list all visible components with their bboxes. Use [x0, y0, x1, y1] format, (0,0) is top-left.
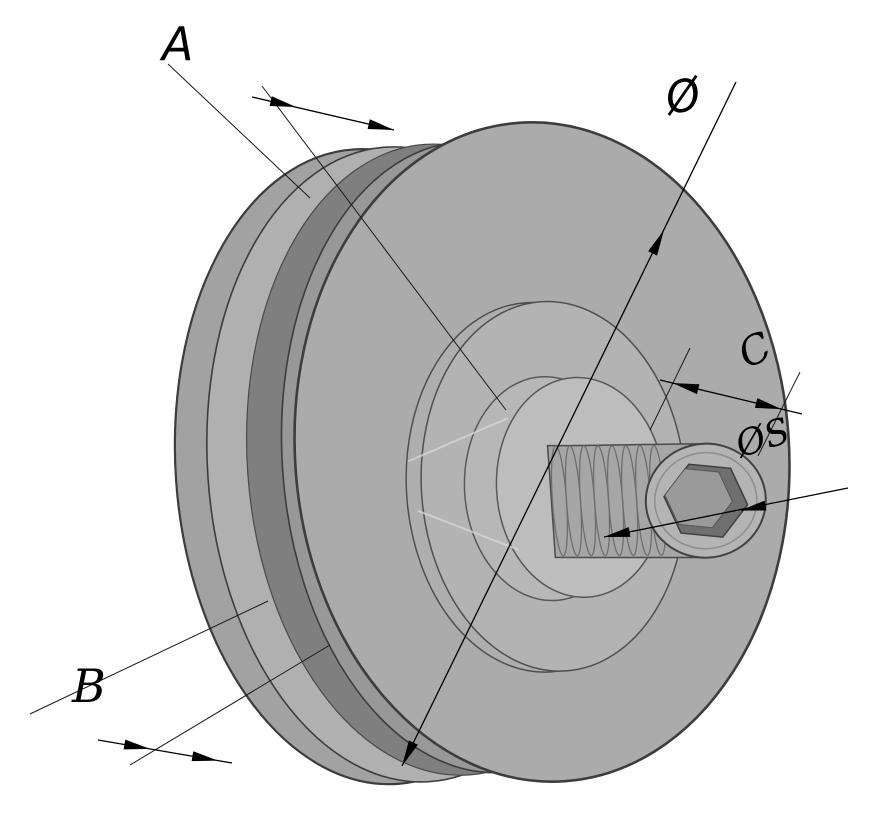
socket-diameter-arrowhead: [740, 500, 767, 511]
pulley-body: [173, 121, 791, 786]
hex-socket-floor: [664, 468, 733, 529]
dim-b-extension-line: [129, 644, 331, 766]
dim-c-extension-line: [757, 371, 801, 457]
diameter-line: [401, 81, 737, 767]
shaft-chamfer: [654, 451, 758, 550]
dim-c-arrowhead: [754, 398, 782, 410]
dimension-label-a: A: [159, 17, 193, 71]
dimension-a: A: [159, 17, 507, 411]
dim-b-extension-line: [29, 600, 269, 715]
diameter-arrowhead: [402, 740, 418, 766]
dim-b-arrowhead: [123, 739, 150, 750]
dimension-b: B: [29, 600, 331, 766]
dim-c-extension-line: [649, 347, 691, 431]
diameter-symbol-label: Ø: [659, 68, 707, 126]
socket-diameter-arrowhead: [604, 527, 631, 537]
dimension-label-b: B: [71, 659, 106, 713]
highlight-line: [407, 417, 508, 463]
dim-a-extension-line: [167, 63, 311, 199]
dim-a-arrowhead: [367, 119, 394, 130]
socket-diameter-line: [603, 487, 849, 538]
highlight-line: [417, 509, 520, 551]
dim-a-extension-line: [261, 85, 507, 411]
dim-a-arrowhead: [269, 96, 296, 107]
dim-b-arrowhead: [191, 751, 218, 762]
dim-c-arrowhead: [672, 383, 700, 395]
diameter-arrowhead: [648, 230, 664, 256]
